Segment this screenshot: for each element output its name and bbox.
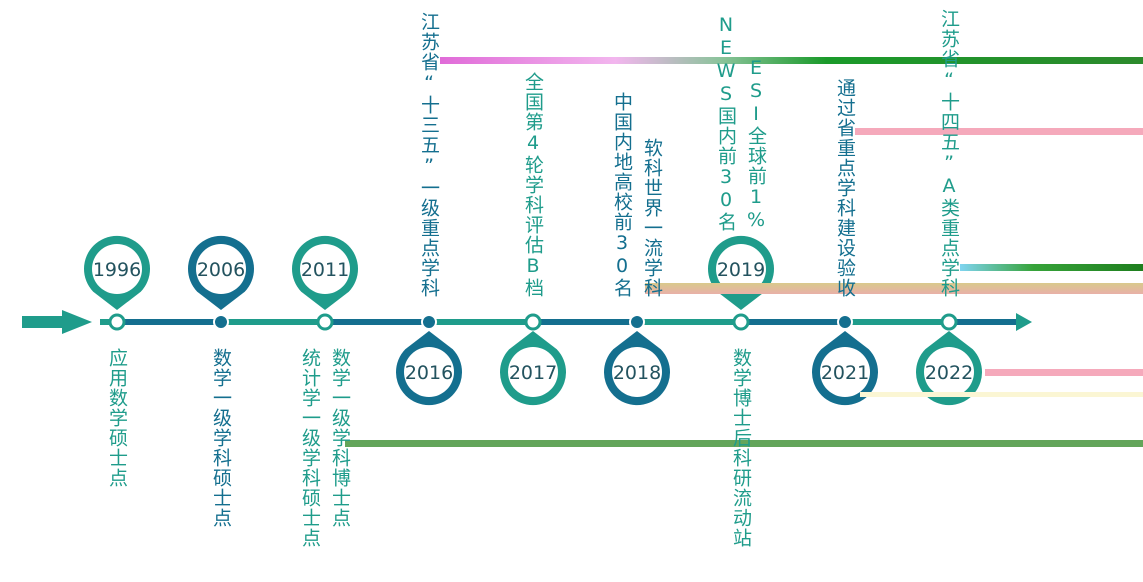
year-pin-2018: 2018: [604, 331, 671, 406]
axis-dot: [629, 314, 645, 330]
axis-dot: [108, 313, 126, 331]
year-pins: 1996 2006 2011 2016 2017 2018 2019 2021 2022: [83, 235, 982, 406]
decorative-streak: [960, 264, 1143, 271]
axis-dot: [837, 314, 853, 330]
year-label: 2022: [925, 362, 973, 384]
milestone-text: 统计学一级学科硕士点: [299, 348, 321, 548]
year-pin-2006: 2006: [188, 235, 255, 310]
pin-inner: [300, 244, 350, 294]
decorative-streak: [345, 440, 1143, 447]
year-label: 1996: [93, 259, 141, 281]
milestone-text: 应用数学硕士点: [106, 348, 128, 488]
year-label: 2019: [717, 259, 765, 281]
decorative-streak: [440, 57, 1143, 64]
year-label: 2006: [197, 259, 245, 281]
milestone-text: 数学一级学科硕士点: [210, 348, 232, 528]
milestone-text: 数学博士后科研流动站: [730, 348, 752, 548]
milestone-text: 数学一级学科博士点: [329, 348, 351, 528]
year-label: 2021: [821, 362, 869, 384]
milestone-text: 软科世界一流学科: [641, 138, 663, 298]
pin-inner: [820, 347, 870, 397]
milestone-text: 全国第4轮学科评估B档: [522, 72, 544, 298]
year-label: 2016: [405, 362, 453, 384]
axis-dot: [732, 313, 750, 331]
year-label: 2017: [509, 362, 557, 384]
milestone-text: ESI全球前1%: [745, 57, 767, 232]
year-pin-1996: 1996: [83, 235, 150, 310]
year-pin-2022: 2022: [915, 331, 982, 406]
milestone-text: 中国内地高校前30名: [611, 92, 633, 298]
pin-inner: [404, 347, 454, 397]
timeline-axis: [22, 310, 1032, 334]
start-arrow: [22, 310, 92, 334]
pin-inner: [92, 244, 142, 294]
year-label: 2018: [613, 362, 661, 384]
year-label: 2011: [301, 259, 349, 281]
axis-dot: [524, 313, 542, 331]
pin-inner: [612, 347, 662, 397]
decorative-streak: [645, 283, 1143, 294]
axis-dots: [108, 313, 958, 331]
axis-dot: [421, 314, 437, 330]
decorative-streak: [985, 369, 1143, 376]
milestone-text: US NEWS国内前30名: [715, 0, 737, 232]
milestone-text: 江苏省“十三五”一级重点学科: [418, 12, 440, 298]
decorative-streak: [860, 392, 1143, 397]
year-pin-2019: 2019: [708, 235, 775, 310]
axis-dot: [940, 313, 958, 331]
year-pin-2021: 2021: [812, 331, 878, 406]
axis-dot: [213, 314, 229, 330]
end-arrow: [1016, 313, 1032, 331]
pin-inner: [924, 347, 974, 397]
pin-inner: [508, 347, 558, 397]
year-pin-2017: 2017: [500, 331, 566, 406]
pin-inner: [716, 244, 766, 294]
year-pin-2011: 2011: [292, 235, 358, 310]
milestone-text: 江苏省“十四五”A类重点学科: [938, 9, 960, 298]
milestone-text: 通过省重点学科建设验收: [834, 78, 856, 298]
year-pin-2016: 2016: [396, 331, 462, 406]
pin-inner: [196, 244, 246, 294]
decorative-streak: [855, 128, 1143, 135]
axis-dot: [316, 313, 334, 331]
